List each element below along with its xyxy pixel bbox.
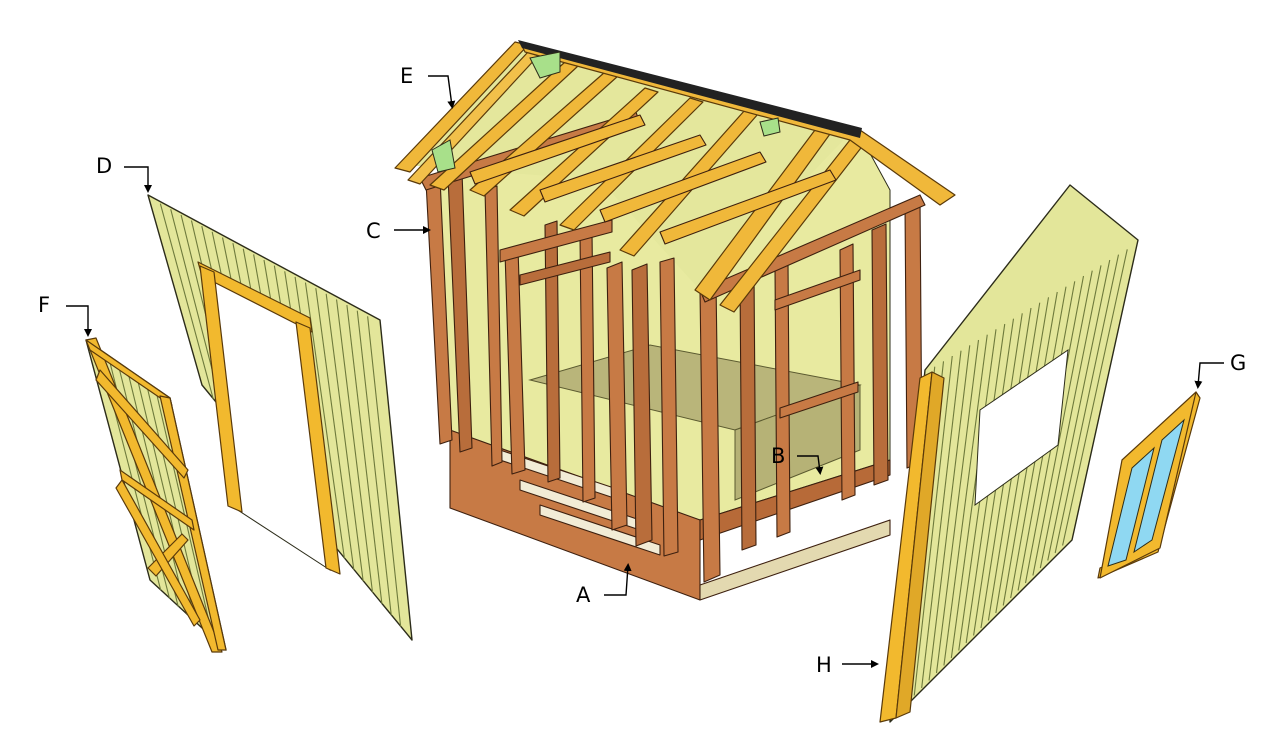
siding-groove [921,350,962,689]
window [1097,391,1201,579]
siding-groove [1039,265,1102,569]
label-B: B [771,444,824,475]
gusset [431,139,456,173]
label-D-text: D [96,154,112,178]
label-C: C [366,219,431,243]
window-glass-right [1133,418,1185,554]
label-G-text: G [1230,351,1246,375]
siding-groove [1047,259,1111,561]
label-B-text: B [771,444,785,468]
gusset [529,51,561,79]
siding-groove [1062,249,1128,546]
label-F-text: F [38,293,50,317]
label-A: A [576,563,632,607]
label-C-text: C [366,219,381,243]
siding-groove [950,329,997,659]
siding-groove [315,288,355,570]
siding-groove [325,293,364,582]
window-opening [974,348,1069,507]
corner-trim [879,371,945,723]
siding-groove [943,334,988,666]
label-H-text: H [816,653,832,677]
label-D: D [96,154,152,193]
siding-groove [935,339,980,674]
front-wall-panel [147,194,413,641]
siding-groove [913,355,953,696]
siding-groove [1054,254,1120,554]
label-A-text: A [576,583,591,607]
door [85,337,227,653]
label-G: G [1194,351,1246,389]
shed-frame [394,40,956,601]
label-F: F [38,293,92,337]
left-wall-framing [419,111,679,557]
window-glass-left [1107,446,1155,567]
siding-groove [367,316,402,627]
siding-groove [356,310,392,616]
label-E-text: E [400,64,413,88]
siding-groove [159,203,214,400]
roof-top-edge [518,40,862,138]
siding-groove [346,305,383,604]
label-E: E [400,64,456,109]
siding-groove [928,345,971,681]
siding-groove [335,299,374,593]
label-H: H [816,653,879,677]
siding-groove [1032,270,1093,576]
gusset [759,117,781,137]
